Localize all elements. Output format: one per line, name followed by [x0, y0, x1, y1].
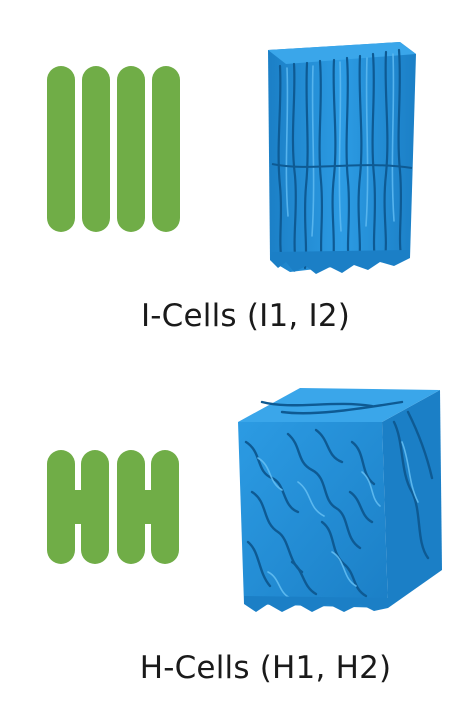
- h-cells-panel: H-Cells (H1, H2): [0, 360, 471, 720]
- i-cell-bar: [82, 66, 110, 232]
- i-cell-3d-render: [268, 42, 416, 274]
- h-cell-3d-render: [238, 388, 442, 612]
- h-cell-schematic: [47, 450, 179, 564]
- i-cell-bar: [152, 66, 180, 232]
- h-shape: [47, 450, 109, 564]
- h-cells-caption: H-Cells (H1, H2): [139, 650, 392, 686]
- i-cells-caption: I-Cells (I1, I2): [140, 298, 351, 334]
- i-cell-bar: [47, 66, 75, 232]
- h-shape: [117, 450, 179, 564]
- i-cell-schematic: [47, 66, 180, 232]
- i-cell-bar: [117, 66, 145, 232]
- i-cells-panel: I-Cells (I1, I2): [47, 42, 416, 334]
